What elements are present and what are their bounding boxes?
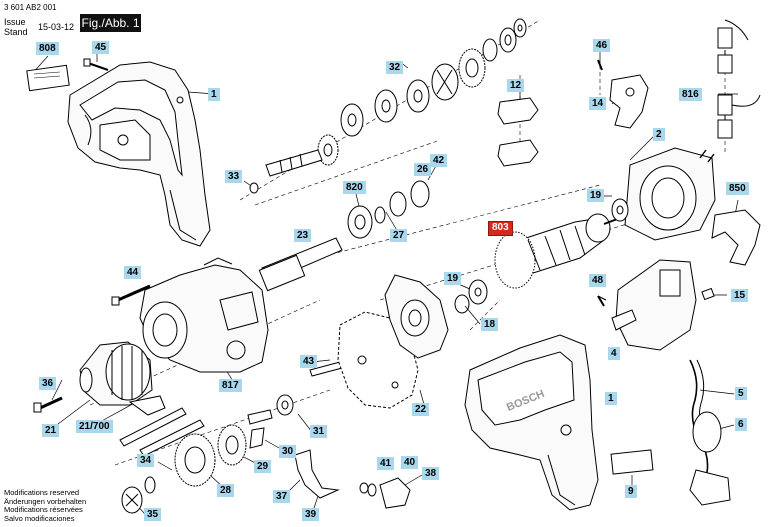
- part-label-820[interactable]: 820: [343, 181, 366, 194]
- cable-clamp-850: [711, 209, 761, 266]
- part-label-5[interactable]: 5: [735, 387, 747, 400]
- part-label-30[interactable]: 30: [279, 445, 297, 458]
- screw-45: [83, 58, 109, 71]
- part-label-31[interactable]: 31: [310, 425, 328, 438]
- warning-tag-9: [610, 449, 654, 475]
- part-label-816[interactable]: 816: [679, 88, 702, 101]
- part-label-43[interactable]: 43: [300, 355, 318, 368]
- part-label-46[interactable]: 46: [593, 39, 611, 52]
- chuck-key-21-700: [128, 395, 166, 416]
- part-label-32[interactable]: 32: [386, 61, 404, 74]
- washer-31: [276, 394, 294, 416]
- washer-34: [144, 476, 156, 494]
- part-label-808[interactable]: 808: [36, 42, 59, 55]
- rods-43-817: [119, 361, 343, 457]
- part-label-45[interactable]: 45: [92, 41, 110, 54]
- screw-44: [111, 284, 151, 306]
- bearing-820: [347, 180, 430, 239]
- part-label-34[interactable]: 34: [137, 454, 155, 467]
- disc-35: [121, 486, 143, 514]
- part-label-28[interactable]: 28: [217, 484, 235, 497]
- part-label-9[interactable]: 9: [625, 485, 637, 498]
- spindle-23: [258, 237, 343, 292]
- part-label-27[interactable]: 27: [390, 229, 408, 242]
- figure-title: Fig./Abb. 1: [80, 14, 141, 32]
- part-label-2[interactable]: 2: [653, 128, 665, 141]
- part-label-21-700[interactable]: 21/700: [76, 420, 113, 433]
- screw-36: [33, 396, 63, 413]
- part-label-36[interactable]: 36: [39, 377, 57, 390]
- part-label-23[interactable]: 23: [294, 229, 312, 242]
- gear-train-32: [249, 18, 527, 194]
- warning-tag-808: [26, 64, 70, 92]
- modification-notes: Modifications reserved Änderungen vorbeh…: [4, 488, 87, 523]
- part-label-18[interactable]: 18: [481, 318, 499, 331]
- pin-30: [247, 409, 273, 449]
- bracket-12: [497, 97, 539, 167]
- gear-29: [217, 424, 247, 466]
- part-label-12[interactable]: 12: [507, 79, 525, 92]
- part-label-803-highlighted[interactable]: 803: [488, 221, 513, 236]
- switch-4: [597, 259, 697, 351]
- part-label-29[interactable]: 29: [254, 460, 272, 473]
- part-label-26[interactable]: 26: [414, 163, 432, 176]
- clip-15: [701, 287, 715, 301]
- part-label-41[interactable]: 41: [377, 457, 395, 470]
- part-label-21[interactable]: 21: [42, 424, 60, 437]
- armature-803: [454, 198, 629, 314]
- cable-5-grommet-6: [689, 359, 731, 506]
- part-label-4[interactable]: 4: [608, 347, 620, 360]
- part-label-39[interactable]: 39: [302, 508, 320, 521]
- part-label-19-mid[interactable]: 19: [444, 272, 462, 285]
- part-label-40[interactable]: 40: [401, 456, 419, 469]
- part-label-35[interactable]: 35: [144, 508, 162, 521]
- part-label-14[interactable]: 14: [589, 97, 607, 110]
- carbon-brushes-816: [717, 19, 761, 139]
- note-de: Änderungen vorbehalten: [4, 496, 87, 506]
- part-label-850[interactable]: 850: [726, 182, 749, 195]
- part-label-44[interactable]: 44: [124, 266, 142, 279]
- shift-fork-37: [294, 449, 340, 499]
- part-label-22[interactable]: 22: [412, 403, 430, 416]
- gear-28: [174, 433, 216, 487]
- issue-date: 15-03-12: [38, 22, 75, 32]
- knob-38: [359, 477, 411, 509]
- note-fr: Modifications réservées: [4, 505, 83, 515]
- screw-48: [597, 295, 607, 301]
- part-label-19-top[interactable]: 19: [587, 189, 605, 202]
- issue-label: Issue: [4, 17, 26, 27]
- part-label-38[interactable]: 38: [422, 467, 440, 480]
- part-label-817[interactable]: 817: [219, 379, 242, 392]
- note-en: Modifications reserved: [4, 488, 80, 497]
- part-label-33[interactable]: 33: [225, 170, 243, 183]
- stand-label: Stand: [4, 27, 28, 37]
- document-number: 3 601 AB2 001: [4, 3, 57, 12]
- chuck-21: [79, 341, 153, 406]
- housing-half-left: [67, 61, 211, 247]
- part-label-6[interactable]: 6: [735, 418, 747, 431]
- part-label-42[interactable]: 42: [430, 154, 448, 167]
- stator-2: [624, 147, 716, 241]
- part-label-37[interactable]: 37: [273, 490, 291, 503]
- bearing-plate-22: [337, 274, 449, 409]
- gear-housing: [139, 257, 269, 373]
- part-label-48[interactable]: 48: [589, 274, 607, 287]
- housing-half-right: BOSCH: [464, 334, 599, 511]
- part-label-1-mid[interactable]: 1: [605, 392, 617, 405]
- part-label-1-top[interactable]: 1: [208, 88, 220, 101]
- note-es: Salvo modificaciones: [4, 513, 75, 523]
- part-label-15[interactable]: 15: [731, 289, 749, 302]
- switch-holder-14: [597, 59, 649, 129]
